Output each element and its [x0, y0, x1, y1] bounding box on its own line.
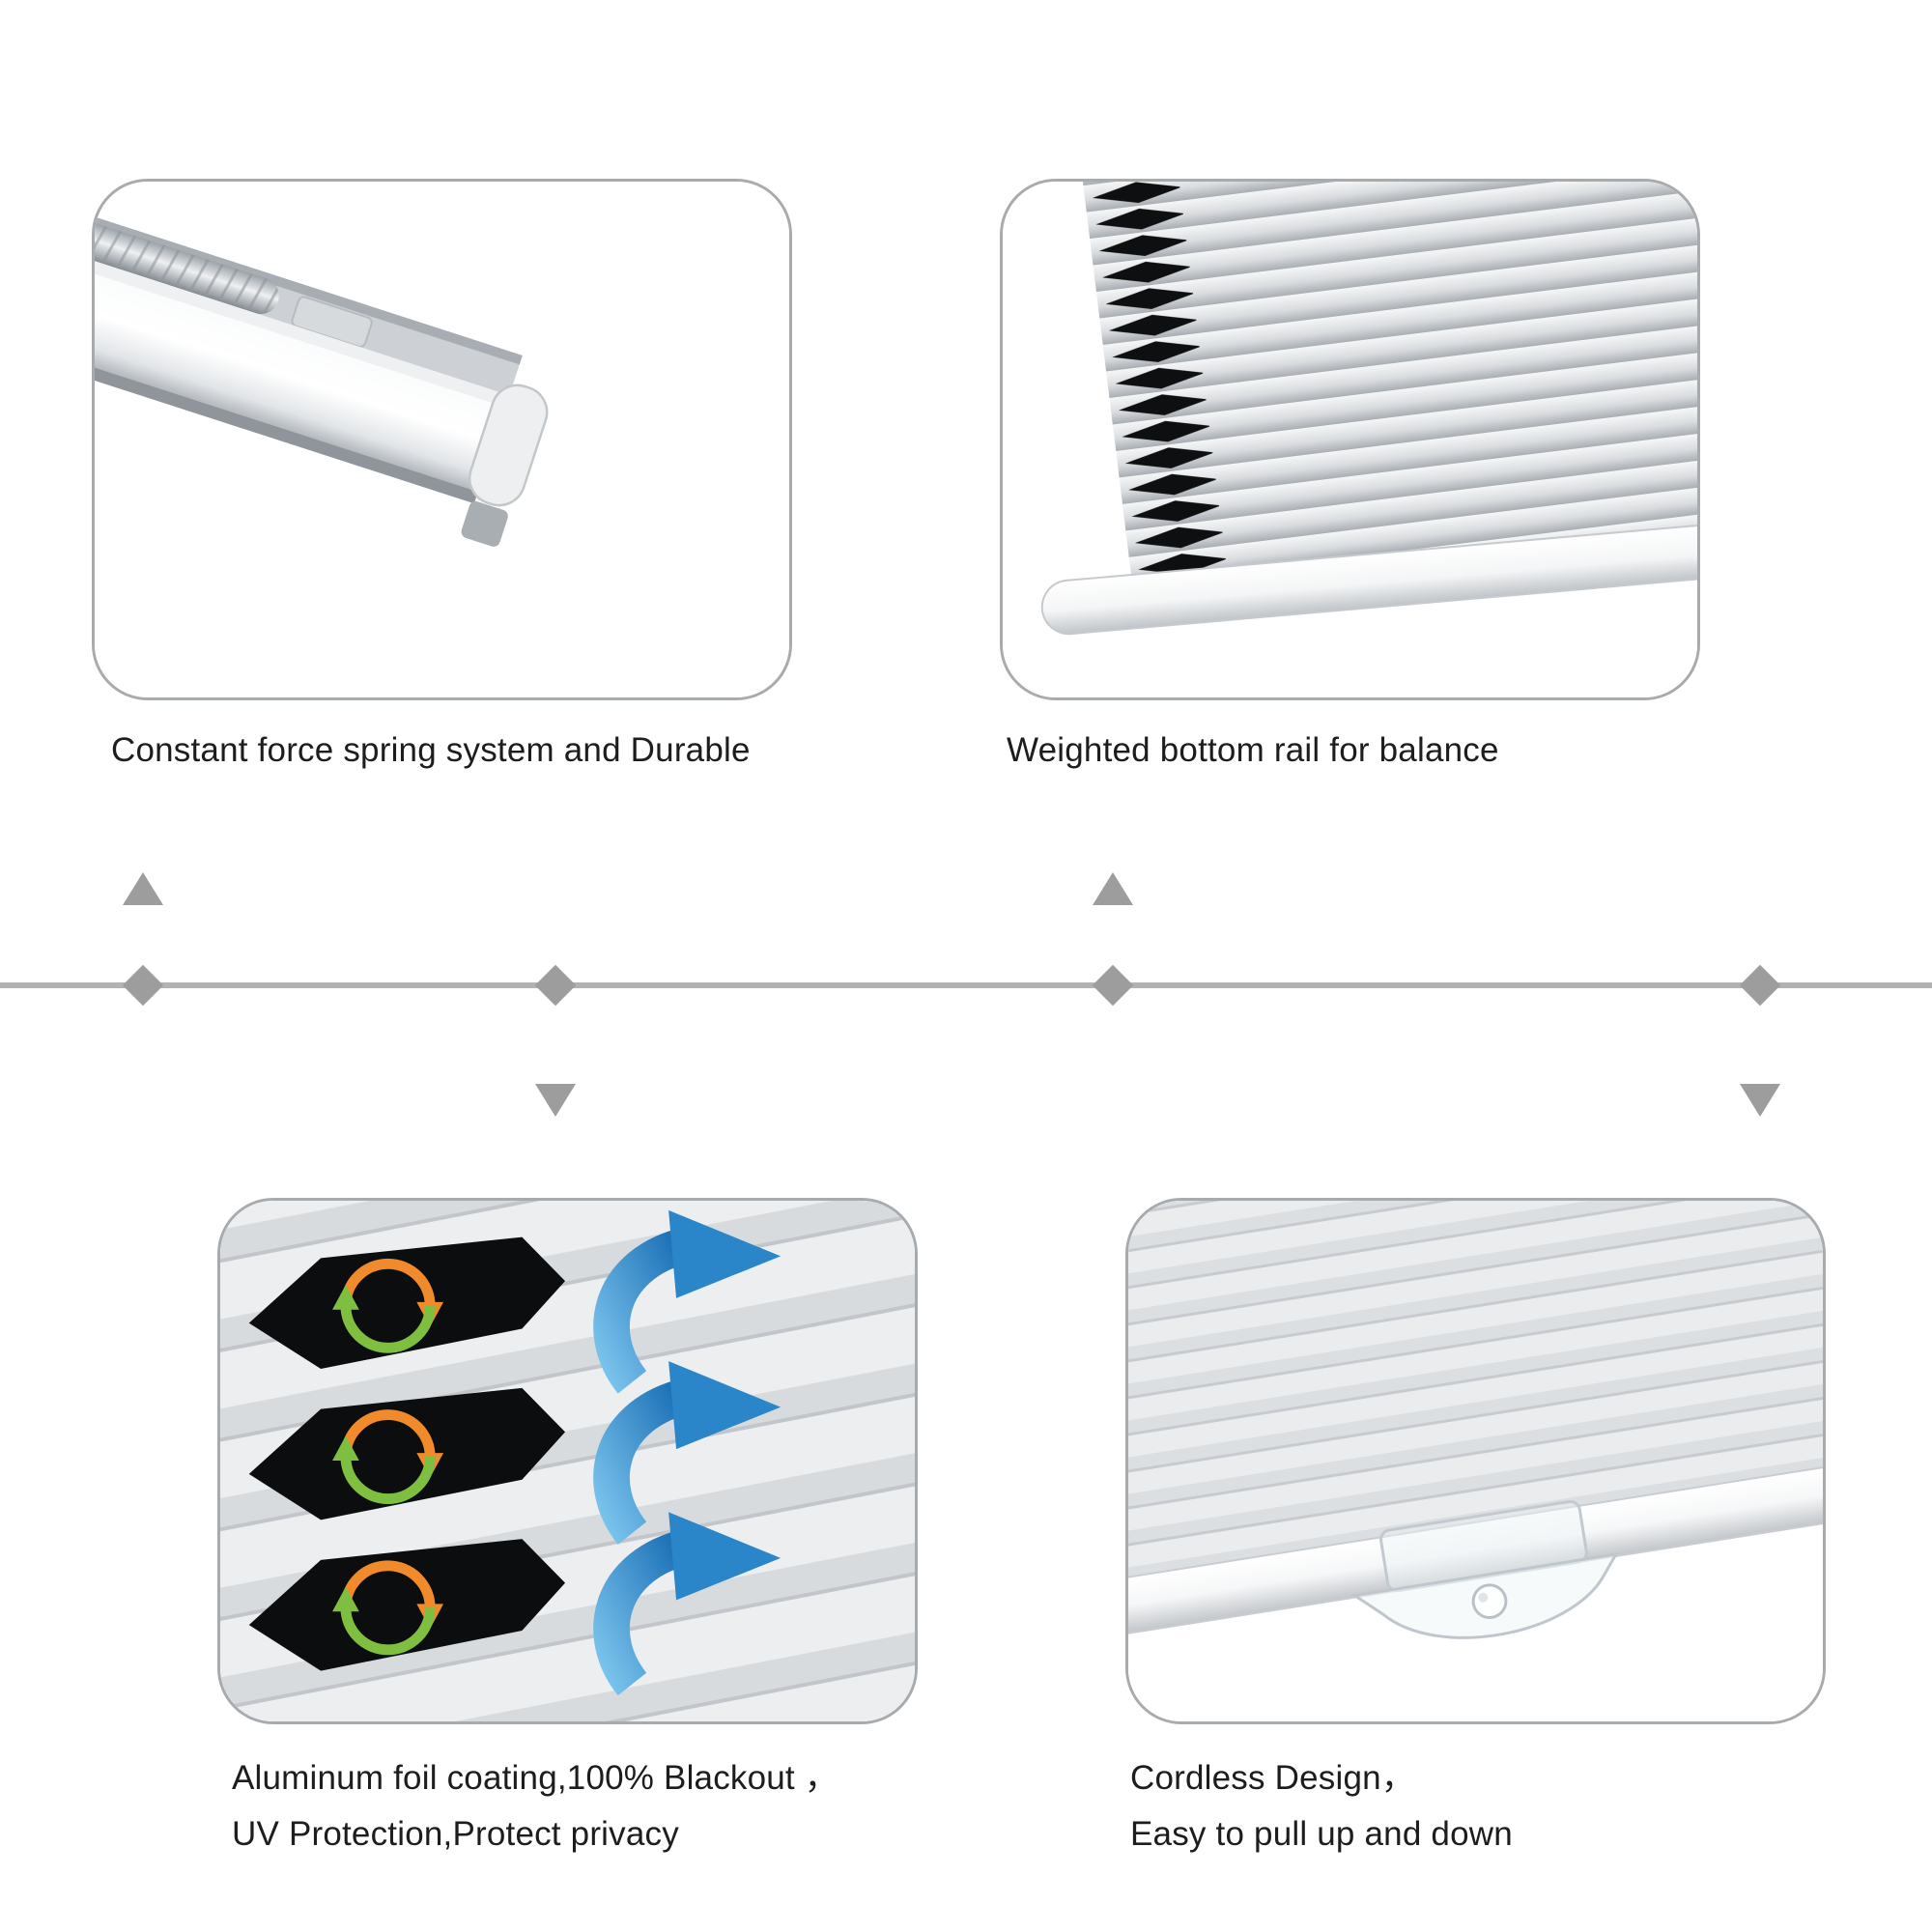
cordless-handle-photo	[1128, 1201, 1823, 1721]
diamond-icon	[1739, 964, 1781, 1007]
spring-rail-photo	[95, 182, 789, 697]
feature-caption-cordless: Cordless Design， Easy to pull up and dow…	[1130, 1750, 1513, 1862]
heat-cycle-green-arrow-icon	[340, 1305, 436, 1353]
pleated-fabric	[1077, 182, 1697, 611]
caption-line: Cordless Design，	[1130, 1759, 1415, 1797]
honeycomb-cell-edge	[1077, 182, 1231, 611]
rail-end-cap	[468, 384, 549, 507]
diamond-icon	[122, 964, 164, 1007]
feature-card-spring-system	[92, 179, 792, 700]
weighted-bottom-rail	[1040, 510, 1697, 636]
heat-cycle-orange-arrow-icon	[340, 1258, 436, 1307]
heat-cycle-green-arrow-icon	[340, 1607, 436, 1656]
heat-cycle-orange-arrow-icon	[340, 1409, 436, 1458]
cellular-shade-photo	[1003, 182, 1697, 697]
feature-card-foil-coating	[217, 1198, 918, 1724]
feature-caption-spring-system: Constant force spring system and Durable	[111, 723, 751, 779]
feature-caption-foil-coating: Aluminum foil coating,100% Blackout ， UV…	[232, 1750, 838, 1862]
foil-cells-photo	[220, 1201, 915, 1721]
clear-pull-handle	[1350, 1499, 1619, 1639]
airflow-blue-arrow-icon	[593, 1209, 781, 1394]
honeycomb-cell	[248, 1236, 566, 1370]
airflow-blue-arrow-icon	[593, 1361, 781, 1545]
up-arrow-icon	[123, 872, 163, 905]
caption-line: UV Protection,Protect privacy	[232, 1815, 679, 1853]
heat-cycle-orange-arrow-icon	[340, 1560, 436, 1608]
honeycomb-cell	[248, 1539, 566, 1671]
diamond-icon	[534, 964, 577, 1007]
caption-line: Aluminum foil coating,100% Blackout ，	[232, 1759, 838, 1797]
honeycomb-cell	[248, 1387, 566, 1520]
caption-line: Weighted bottom rail for balance	[1007, 731, 1499, 769]
down-arrow-icon	[535, 1084, 576, 1117]
heat-cycle-green-arrow-icon	[340, 1456, 436, 1504]
caption-line: Constant force spring system and Durable	[111, 731, 751, 769]
up-arrow-icon	[1093, 872, 1133, 905]
feature-card-weighted-rail	[1000, 179, 1700, 700]
pleated-fabric	[1128, 1201, 1823, 1600]
down-arrow-icon	[1740, 1084, 1780, 1117]
caption-line: Easy to pull up and down	[1130, 1815, 1513, 1853]
divider-line	[0, 982, 1932, 988]
feature-card-cordless	[1125, 1198, 1826, 1724]
airflow-blue-arrow-icon	[593, 1512, 781, 1696]
feature-caption-weighted-rail: Weighted bottom rail for balance	[1007, 723, 1499, 779]
diamond-icon	[1092, 964, 1134, 1007]
